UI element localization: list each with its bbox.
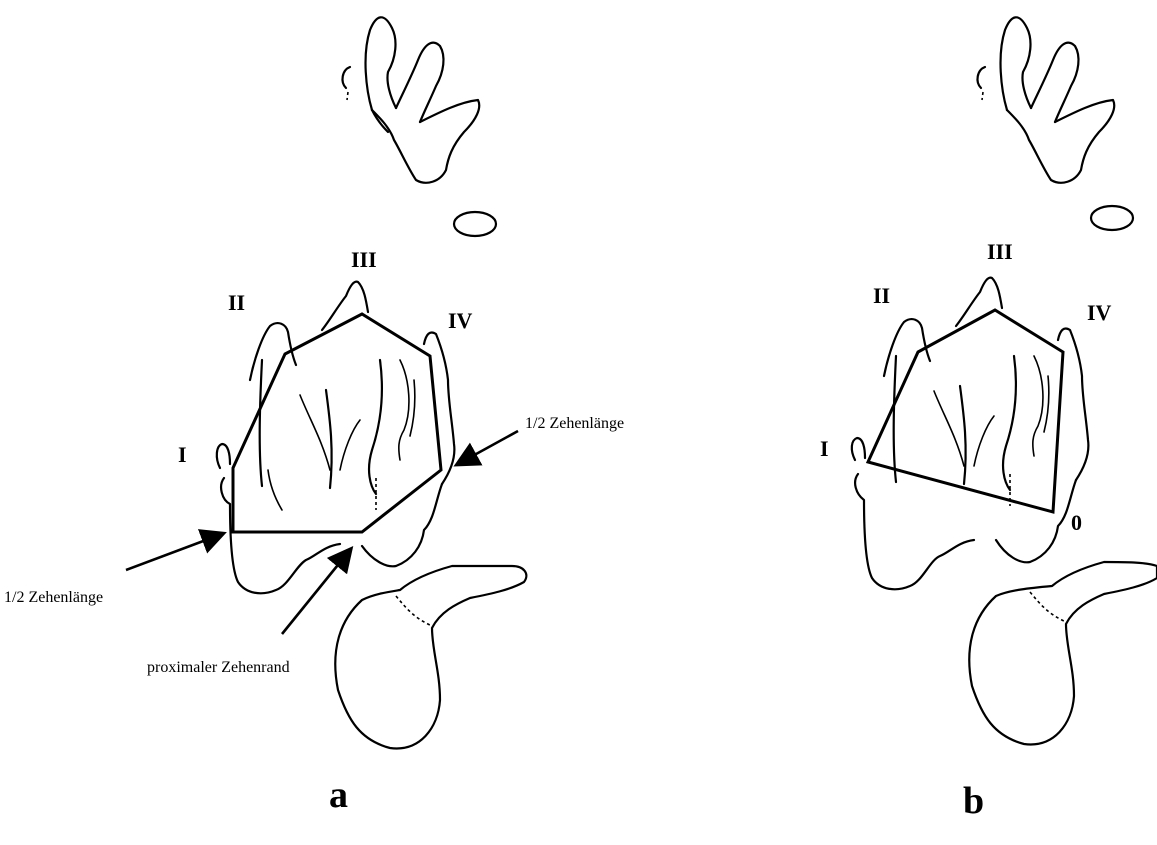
panel-b-zero-label: 0 xyxy=(1071,512,1082,534)
panel-b-letter: b xyxy=(963,782,984,820)
panel-b-measure-polygon xyxy=(868,310,1063,512)
panel-a-arrow-half-toe-left xyxy=(126,534,222,570)
panel-a-arrow-half-toe-right xyxy=(458,431,518,464)
panel-a-letter: a xyxy=(329,776,348,814)
panel-a-half-toe-left-label: 1/2 Zehenlänge xyxy=(4,590,103,606)
panel-a-measure-polygon xyxy=(233,314,441,532)
panel-a-half-toe-right-label: 1/2 Zehenlänge xyxy=(525,416,624,432)
panel-b-lower-print xyxy=(969,562,1157,744)
panel-a-digit-I-label: I xyxy=(178,444,187,466)
panel-b-drawing xyxy=(852,17,1157,744)
panel-a-digit-IV-label: IV xyxy=(448,310,472,332)
panel-a-small-pad xyxy=(454,212,496,236)
panel-a-digit-II-label: II xyxy=(228,292,245,314)
panel-a-arrow-proximal-edge xyxy=(282,550,350,634)
panel-b-small-pad xyxy=(1091,206,1133,230)
panel-b-digit-I-label: I xyxy=(820,438,829,460)
panel-a-manus-print xyxy=(343,17,480,182)
panel-a-digit-III-label: III xyxy=(351,249,377,271)
panel-a-drawing xyxy=(126,17,526,748)
panel-a-lower-print xyxy=(335,566,526,748)
panel-b-digit-IV-label: IV xyxy=(1087,302,1111,324)
panel-a-proximal-edge-label: proximaler Zehenrand xyxy=(147,660,290,676)
panel-b-digit-II-label: II xyxy=(873,285,890,307)
panel-b-manus-print xyxy=(978,17,1115,182)
panel-b-digit-III-label: III xyxy=(987,241,1013,263)
